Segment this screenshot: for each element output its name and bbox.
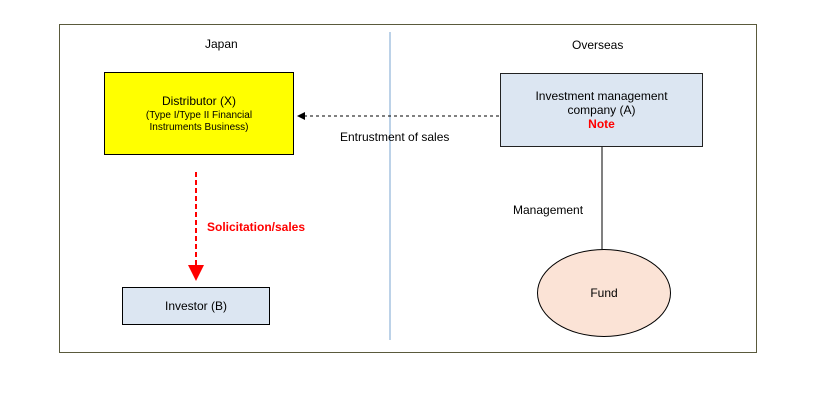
entrustment-label: Entrustment of sales [340,130,450,144]
diagram-frame [59,24,757,353]
investor-node: Investor (B) [122,287,270,325]
investment-company-node: Investment management company (A) Note [500,73,703,147]
management-label: Management [513,203,584,217]
distributor-subtitle-line1: (Type I/Type II Financial [145,109,253,121]
investment-company-line1: Investment management [535,89,668,103]
solicitation-label: Solicitation/sales [207,220,306,234]
region-label-japan: Japan [205,37,238,51]
investment-company-note: Note [588,117,615,131]
distributor-subtitle-line2: Instruments Business) [149,121,249,133]
fund-label: Fund [590,286,618,300]
distributor-node: Distributor (X) (Type I/Type II Financia… [104,72,294,155]
fund-node: Fund [537,249,671,337]
region-label-overseas: Overseas [572,38,624,52]
investor-label: Investor (B) [164,299,227,313]
investment-company-line2: company (A) [567,103,636,117]
distributor-title: Distributor (X) [161,93,236,108]
